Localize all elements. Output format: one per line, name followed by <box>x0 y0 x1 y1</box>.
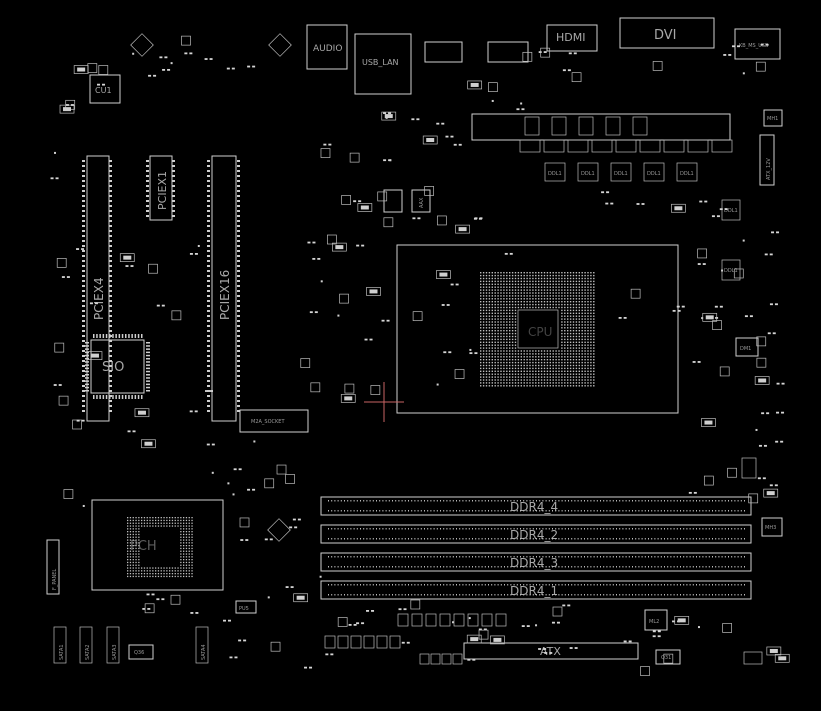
sata-label: SATA3 <box>112 644 118 660</box>
svg-text:Q31: Q31 <box>661 655 671 661</box>
dm1-chip: DM1 <box>735 337 759 357</box>
small-components <box>50 33 790 676</box>
vrm-choke <box>687 139 709 153</box>
pciex1-pins-left <box>146 160 149 217</box>
svg-text:ML2: ML2 <box>649 619 659 625</box>
vrm-choke <box>615 139 637 153</box>
dl-label: DDL1 <box>724 208 738 214</box>
svg-text:SIO: SIO <box>102 360 124 375</box>
svg-text:DDR4_1: DDR4_1 <box>510 584 558 598</box>
pciex16-pins-right <box>237 160 240 412</box>
ddr-slot-pins <box>328 500 745 596</box>
pciex4-pins-left <box>82 160 85 412</box>
sio-chip[interactable]: SIO <box>90 339 145 394</box>
sio-pins <box>85 334 150 399</box>
vrm-choke <box>639 139 661 153</box>
audio-jack[interactable]: AUDIO <box>306 24 348 70</box>
svg-text:MH1: MH1 <box>767 116 778 122</box>
svg-text:PCH: PCH <box>130 539 157 554</box>
svg-text:ATX_12V: ATX_12V <box>766 158 772 180</box>
ddl-component <box>676 162 698 182</box>
ddl-component <box>610 162 632 182</box>
svg-text:Q36: Q36 <box>134 650 144 656</box>
svg-text:F_PANEL: F_PANEL <box>52 569 58 590</box>
pciex16-slot[interactable]: PCIEX16 <box>211 155 237 422</box>
cpu-socket[interactable]: CPU <box>396 244 679 414</box>
sata-headers[interactable]: SATA1 SATA2 SATA3 SATA4 <box>53 626 209 664</box>
pch-pin-grid <box>127 517 193 578</box>
pciex4-slot[interactable]: PCIEX4 <box>86 155 110 422</box>
kb-ms-usb-port[interactable]: KB_MS_USB <box>734 28 781 60</box>
ddl-label: DDL1 <box>647 171 661 177</box>
usb-lan-port[interactable]: USB_LAN <box>354 33 412 95</box>
pciex1-slot[interactable]: PCIEX1 <box>149 155 173 221</box>
q36-chip: Q36 <box>128 644 154 660</box>
svg-text:CU1: CU1 <box>95 86 112 95</box>
ddl-label: DDL1 <box>581 171 595 177</box>
svg-text:KB_MS_USB: KB_MS_USB <box>739 43 769 49</box>
vrm-choke <box>567 139 589 153</box>
vrm-choke <box>519 139 541 153</box>
vrm-choke <box>543 139 565 153</box>
q31-chip: Q31 <box>655 649 681 665</box>
svg-text:PCIEX16: PCIEX16 <box>218 270 232 320</box>
mh3-hole: MH3 <box>761 517 783 537</box>
sata-label: SATA2 <box>85 644 91 660</box>
vrm-choke <box>663 139 685 153</box>
cpu-pin-grid <box>480 272 595 387</box>
m2a-socket[interactable]: M2A_SOCKET <box>239 409 309 433</box>
vrm-choke <box>711 139 733 153</box>
pu5-chip: PU5 <box>235 600 257 614</box>
cpu-label: CPU <box>528 325 552 339</box>
svg-text:DVI: DVI <box>654 28 677 43</box>
ddl-component <box>544 162 566 182</box>
sata-label: SATA1 <box>59 644 65 660</box>
ml2-chip: ML2 <box>644 609 668 631</box>
svg-text:AUDIO: AUDIO <box>313 44 342 54</box>
vrm-choke <box>591 139 613 153</box>
vrm-chokes <box>519 116 733 153</box>
atx-12v-connector[interactable]: ATX_12V <box>759 134 775 186</box>
svg-text:DDR4_4: DDR4_4 <box>510 500 558 514</box>
svg-text:PCIEX1: PCIEX1 <box>156 171 169 210</box>
pciex16-pins-left <box>207 160 210 412</box>
dl-label: DDL1 <box>724 268 738 274</box>
svg-text:MH3: MH3 <box>765 525 776 531</box>
dvi-port[interactable]: DVI <box>619 17 715 49</box>
svg-text:DM1: DM1 <box>740 346 751 352</box>
mh1-hole: MH1 <box>763 109 783 127</box>
ddl-component <box>577 162 599 182</box>
svg-text:DDR4_2: DDR4_2 <box>510 528 558 542</box>
svg-text:PCIEX4: PCIEX4 <box>92 277 106 320</box>
ddl-label: DDL1 <box>614 171 628 177</box>
ddl-label: DDL1 <box>680 171 694 177</box>
svg-text:DDR4_3: DDR4_3 <box>510 556 558 570</box>
sata-label: SATA4 <box>201 644 207 660</box>
svg-text:M2A_SOCKET: M2A_SOCKET <box>251 419 285 425</box>
hdmi-port[interactable]: HDMI <box>546 24 598 52</box>
svg-text:AAX: AAX <box>419 197 425 208</box>
origin-crosshair <box>364 382 404 422</box>
svg-text:ATX: ATX <box>540 645 561 658</box>
svg-text:HDMI: HDMI <box>556 31 585 44</box>
svg-text:PU5: PU5 <box>239 606 249 612</box>
f-panel-header[interactable]: F_PANEL <box>46 539 60 595</box>
cu1-chip: CU1 <box>89 74 121 104</box>
ddl-label: DDL1 <box>548 171 562 177</box>
svg-text:USB_LAN: USB_LAN <box>362 58 399 67</box>
ddl-component <box>643 162 665 182</box>
pciex1-pins-right <box>172 160 175 217</box>
usb-header-1[interactable] <box>424 41 463 63</box>
